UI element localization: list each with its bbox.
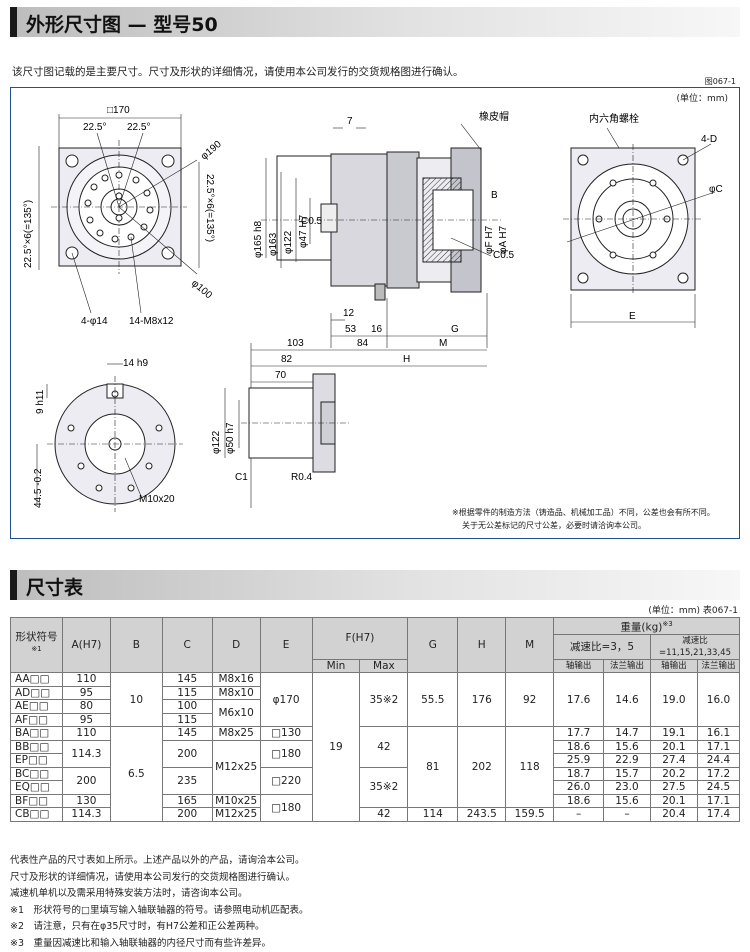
- right-dc: φC: [709, 184, 723, 195]
- side-view: [250, 123, 632, 508]
- side-b: B: [491, 190, 498, 201]
- side-d47: φ47 H7: [298, 214, 309, 248]
- header-bar: [10, 570, 17, 600]
- front-side-right: 22.5°×6(=135°): [204, 174, 215, 242]
- side-g: G: [451, 324, 459, 335]
- section-header-outline: 外形尺寸图 — 型号50: [10, 7, 740, 37]
- front-ang1: 22.5°: [83, 122, 106, 133]
- footnote: 代表性产品的尺寸表如上所示。上述产品以外的产品，请询洽本公司。: [10, 855, 305, 866]
- shaft-r04: R0.4: [291, 472, 313, 483]
- side-d84: 84: [357, 338, 369, 349]
- footnote: 尺寸及形状的详细情况，请使用本公司发行的交货规格图进行确认。: [10, 871, 296, 883]
- side-d70: 70: [275, 370, 287, 381]
- small-key: 14 h9: [123, 358, 148, 369]
- small-nine: 9 h11: [35, 389, 46, 414]
- outline-drawing: □170 22.5° 22.5° φ190 22.5°×6(=135°) 22.…: [23, 105, 723, 512]
- drawing-area: □170 22.5° 22.5° φ190 22.5°×6(=135°) 22.…: [10, 87, 740, 539]
- table-row: AF□□ 95 115: [10, 712, 740, 727]
- side-rubber: 橡皮帽: [479, 110, 509, 123]
- th-b: B: [109, 617, 163, 673]
- side-c05b: C0.5: [493, 250, 515, 261]
- header-bar: [10, 7, 17, 37]
- th-ratio1: 减速比=3，5: [553, 633, 651, 660]
- small-h445: 44.5 -0.2: [33, 468, 44, 508]
- th-shaft-1: 轴输出: [553, 658, 605, 673]
- side-d53: 53: [345, 324, 357, 335]
- table-row: BA□□ 110 6.5 145 M8x25 □130 42 81 202 11…: [10, 726, 741, 822]
- dimension-table: 形状符号※1 A(H7) B C D E F(H7) G H M 重量(kg)※…: [10, 617, 741, 822]
- th-a: A(H7): [61, 617, 111, 673]
- side-d163: φ163: [268, 232, 279, 256]
- th-fmin: Min: [311, 658, 361, 673]
- side-h: H: [403, 354, 410, 365]
- table-row: CB□□ 114.3 200 M12x25 42 114 243.5 159.5…: [10, 807, 741, 822]
- section-header-dimensions: 尺寸表: [10, 570, 740, 600]
- front-view: [38, 114, 200, 314]
- shaft-d122: φ122: [211, 430, 222, 454]
- th-m: M: [505, 617, 555, 673]
- right-view: [563, 143, 716, 328]
- side-d103: 103: [287, 338, 304, 349]
- th-flange-1: 法兰输出: [603, 658, 651, 673]
- front-dia190: φ190: [199, 139, 224, 163]
- side-hex: 内六角螺栓: [589, 112, 639, 125]
- th-e: E: [259, 617, 313, 673]
- side-a: φA H7: [498, 225, 509, 254]
- table-row: EQ□□ 26.0 23.0 27.5 24.5: [10, 780, 741, 795]
- unit-label-drawing: (单位：mm): [676, 94, 728, 104]
- table-section-title: 尺寸表: [26, 577, 84, 599]
- th-code: 形状符号※1: [10, 617, 63, 673]
- right-fourd: 4-D: [701, 134, 717, 145]
- side-m: M: [439, 338, 447, 349]
- table-row: AD□□ 95 115 M8x10: [10, 685, 740, 700]
- small-m10: M10x20: [139, 494, 175, 505]
- table-row: AA□□ 110 10 145 M8x16 φ170 19 35※2 55.5 …: [10, 672, 741, 822]
- th-d: D: [211, 617, 261, 673]
- footnotes: 代表性产品的尺寸表如上所示。上述产品以外的产品，请询洽本公司。 尺寸及形状的详细…: [10, 853, 308, 952]
- tolerance-note-2: 关于无公差标记的尺寸公差，必要时请洽询本公司。: [462, 521, 646, 530]
- page-title: 外形尺寸图 — 型号50: [26, 14, 218, 36]
- th-shaft-2: 轴输出: [649, 658, 698, 673]
- side-d165: φ165 h8: [253, 220, 264, 258]
- th-g: G: [407, 617, 459, 673]
- front-sq: □170: [107, 105, 130, 116]
- footnote: ※2 请注意，只有在φ35尺寸时，有H7公差和正公差两种。: [10, 921, 265, 933]
- front-side-left: 22.5°×6(=135°): [23, 200, 34, 268]
- front-holes1: 4-φ14: [81, 316, 108, 327]
- front-holes2: 14-M8x12: [129, 316, 174, 327]
- table-row: AE□□ 80 100 M6x10: [10, 699, 740, 727]
- th-ratio2: 减速比=11,15,21,33,45: [649, 633, 741, 660]
- th-fmax: Max: [359, 658, 409, 673]
- th-weight: 重量(kg)※3: [553, 617, 740, 635]
- th-h: H: [457, 617, 507, 673]
- front-dia100: φ100: [189, 278, 214, 302]
- figure-number: 图067-1: [704, 77, 736, 86]
- footnote: ※1 形状符号的□里填写输入轴联轴器的符号。请参照电动机匹配表。: [10, 904, 309, 916]
- shaft-view: [224, 373, 351, 473]
- side-seven: 7: [347, 116, 353, 127]
- right-e: E: [629, 311, 636, 322]
- side-f: φF H7: [484, 225, 495, 254]
- footnote: 减速机单机以及需采用特殊安装方法时，请咨询本公司。: [10, 888, 248, 900]
- tolerance-note-1: ※根据零件的制造方法（铸造品、机械加工品）不同，公差也会有所不同。: [452, 508, 715, 517]
- intro-text: 该尺寸图记载的是主要尺寸。尺寸及形状的详细情况，请使用本公司发行的交货规格图进行…: [12, 66, 464, 78]
- shaft-c1: C1: [235, 472, 248, 483]
- side-c05: C0.5: [301, 216, 323, 227]
- side-d122: φ122: [283, 230, 294, 254]
- table-row: EP□□ 25.9 22.9 27.4 24.4: [10, 753, 741, 768]
- side-d12: 12: [343, 308, 355, 319]
- small-view: [36, 363, 183, 512]
- shaft-d50: φ50 h7: [225, 422, 236, 454]
- th-flange-2: 法兰输出: [696, 658, 741, 673]
- side-d82: 82: [281, 354, 293, 365]
- side-d16: 16: [371, 324, 383, 335]
- footnote: ※3 重量因减速比和输入轴联轴器的内径尺寸而有些许差异。: [10, 937, 272, 949]
- th-f: F(H7): [311, 617, 409, 660]
- front-ang2: 22.5°: [127, 122, 150, 133]
- th-c: C: [161, 617, 213, 673]
- table-unit-label: (单位：mm) 表067-1: [648, 606, 738, 616]
